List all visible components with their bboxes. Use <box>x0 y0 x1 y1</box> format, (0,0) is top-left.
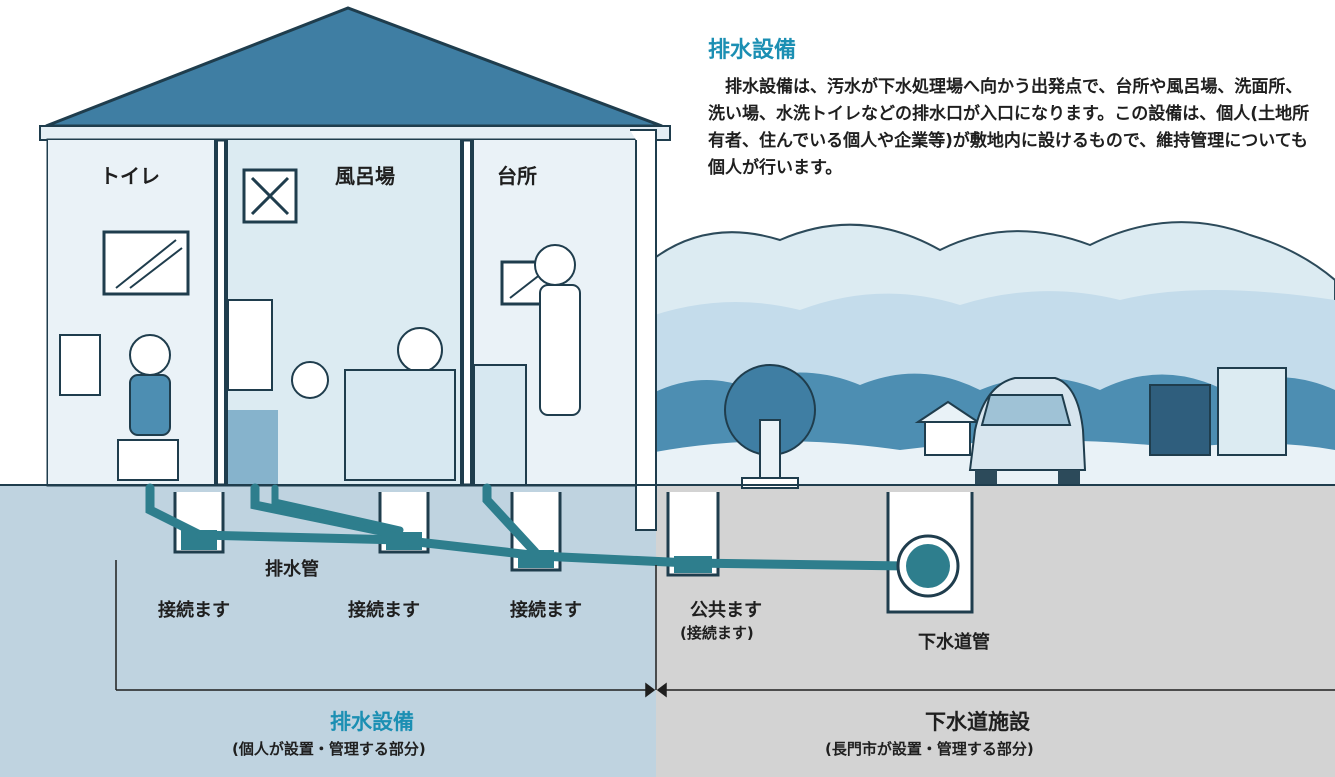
public-section-title: 下水道施設 <box>925 710 1030 734</box>
connection-box-label-3: 接続ます <box>510 600 582 621</box>
hills-scenery <box>639 221 1335 489</box>
connection-box-label-2: 接続ます <box>348 600 420 621</box>
private-section-note: (個人が設置・管理する部分) <box>232 740 426 758</box>
sewer-pipe-label: 下水道管 <box>918 632 990 653</box>
public-box-label: 公共ます <box>690 600 762 621</box>
description-title: 排水設備 <box>708 38 797 63</box>
section-bracket <box>115 560 1335 698</box>
room-label-kitchen: 台所 <box>497 164 537 188</box>
private-section-title: 排水設備 <box>330 710 414 734</box>
house <box>39 6 671 531</box>
room-label-bath: 風呂場 <box>335 164 395 188</box>
public-box-note: (接続ます) <box>680 624 754 642</box>
drain-pipes <box>145 483 915 571</box>
description-body: 排水設備は、汚水が下水処理場へ向かう出発点で、台所や風呂場、洗面所、洗い場、水洗… <box>708 77 1310 178</box>
room-label-toilet: トイレ <box>100 164 160 188</box>
pipe-label: 排水管 <box>265 559 319 580</box>
public-ground <box>656 485 1335 777</box>
connection-box-label-1: 接続ます <box>158 600 230 621</box>
public-section-note: (長門市が設置・管理する部分) <box>825 740 1034 758</box>
